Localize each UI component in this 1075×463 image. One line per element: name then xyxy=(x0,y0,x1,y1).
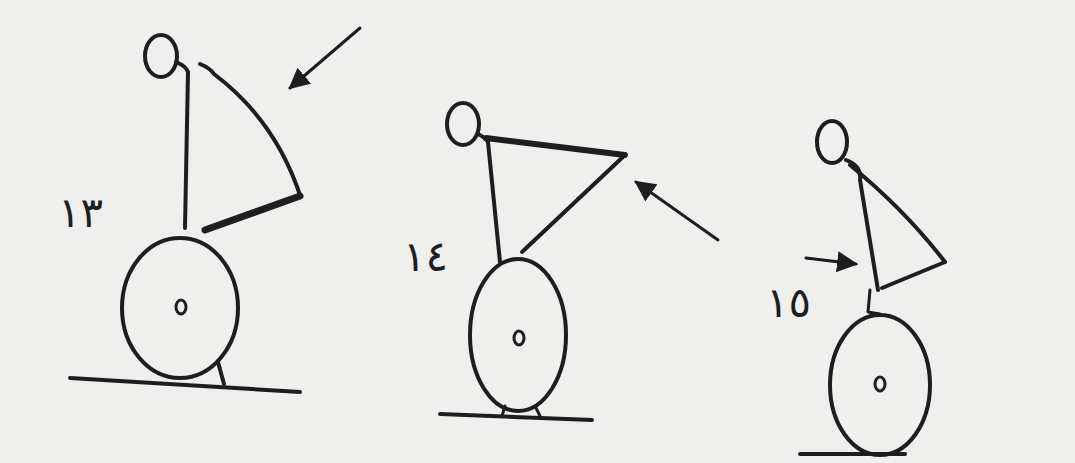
callout-number: ١٥ xyxy=(766,282,811,324)
figure-15 xyxy=(800,121,945,455)
figure-14 xyxy=(440,103,718,420)
figure-13 xyxy=(70,28,360,392)
callout-number: ١٤ xyxy=(403,236,448,278)
callout-number: ١٣ xyxy=(58,192,103,234)
